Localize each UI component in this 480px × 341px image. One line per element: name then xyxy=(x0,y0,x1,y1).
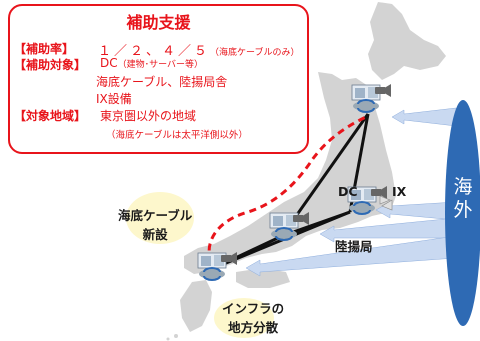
submarine-cable-label: 海底ケーブル 新設 xyxy=(118,208,193,242)
exchange-arrows-icon xyxy=(379,195,393,211)
row-value: 東京圏以外の地域 xyxy=(100,109,197,123)
kyushu-shape xyxy=(180,280,212,332)
landing-station-label: 陸揚局 xyxy=(335,239,373,254)
highlight-glow xyxy=(214,298,274,338)
hokkaido-shape xyxy=(368,2,446,80)
infra-distribution-label: インフラの 地方分散 xyxy=(222,301,285,335)
new-submarine-cable xyxy=(207,114,369,263)
highlight-glow xyxy=(126,192,194,244)
datacenter-server-icon xyxy=(197,251,238,281)
subsidy-target-row: 【補助対象】 DC（建物･サーバー等） xyxy=(14,56,203,73)
ix-label: IX xyxy=(392,184,407,199)
row-label: 【補助率】 xyxy=(14,42,75,56)
subsidy-rate-row: 【補助率】 １／２、４／５（海底ケーブルのみ） xyxy=(14,40,299,59)
target-region-row: 【対象地域】 東京圏以外の地域 xyxy=(14,107,196,124)
datacenter-server-icon xyxy=(351,83,392,113)
subsidy-callout: 補助支援 【補助率】 １／２、４／５（海底ケーブルのみ） 【補助対象】 DC（建… xyxy=(8,4,309,154)
region-note: （海底ケーブルは太平洋側以外） xyxy=(106,130,248,141)
row-label: 【対象地域】 xyxy=(14,109,87,123)
subject-line: 海底ケーブル、陸揚局舎 xyxy=(96,75,228,89)
overseas-arrows xyxy=(245,107,457,277)
subject-line: IX設備 xyxy=(96,92,132,106)
overseas-label: 海 外 xyxy=(453,176,473,221)
overseas-oval xyxy=(445,100,480,326)
callout-title: 補助支援 xyxy=(126,13,191,32)
japan-map xyxy=(166,2,446,341)
arrow-to-hokkaido xyxy=(391,107,457,127)
honshu-shape xyxy=(184,72,396,274)
shikoku-shape xyxy=(236,268,290,288)
row-value: DC（建物･サーバー等） xyxy=(100,56,204,70)
row-label: 【補助対象】 xyxy=(14,58,87,72)
island-dot xyxy=(174,334,178,338)
island-dot xyxy=(166,337,170,341)
row-value: １／２、４／５（海底ケーブルのみ） xyxy=(98,44,300,59)
dc-label: DC xyxy=(338,184,358,199)
